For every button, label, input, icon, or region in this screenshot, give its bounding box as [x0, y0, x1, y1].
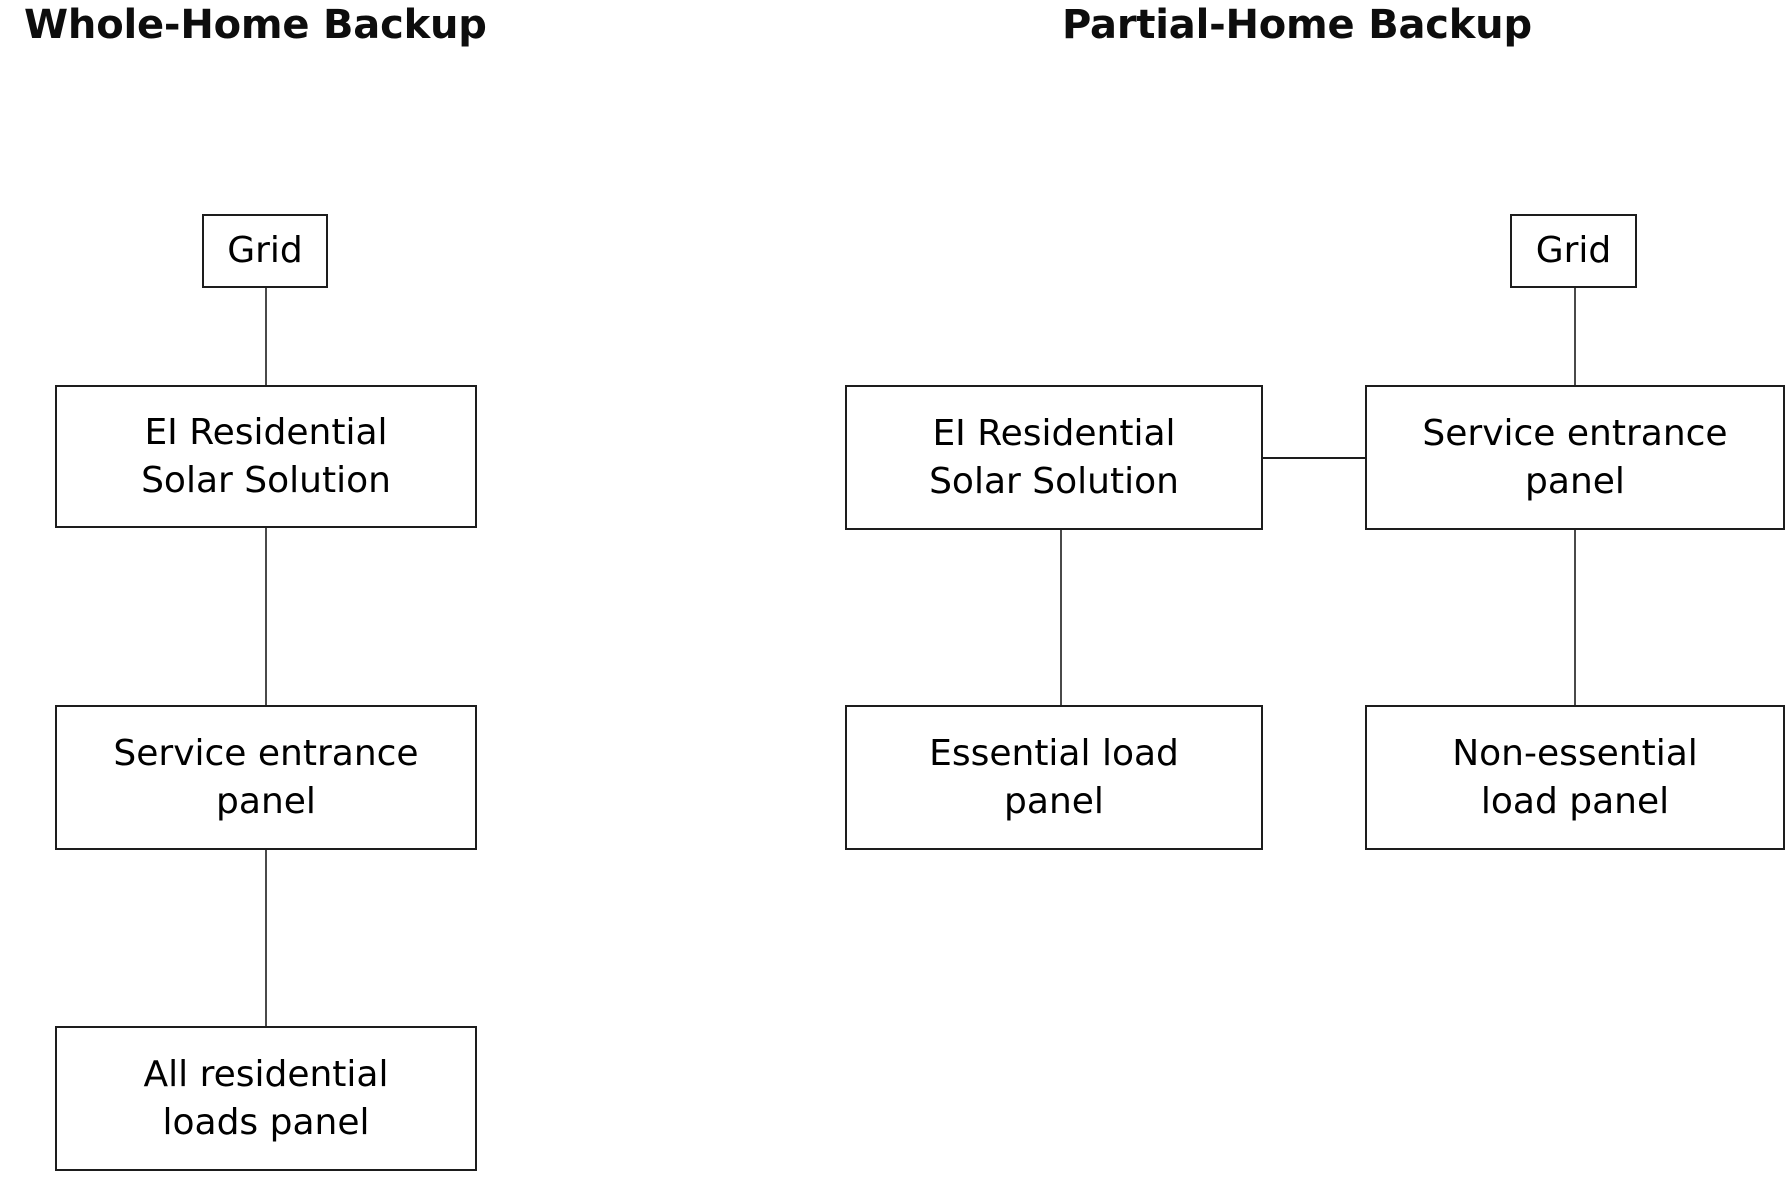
connector-ei-to-service-right: [1261, 457, 1367, 459]
connector-grid-to-ei-left: [265, 286, 267, 387]
node-ei-residential-solar-solution-right: EI Residential Solar Solution: [845, 385, 1263, 530]
node-label-allloads-left: All residential loads panel: [143, 1053, 389, 1143]
node-service-entrance-panel-left: Service entrance panel: [55, 705, 477, 850]
node-all-residential-loads-panel-left: All residential loads panel: [55, 1026, 477, 1171]
connector-service-to-allloads-left: [265, 848, 267, 1028]
connector-ei-to-service-left: [265, 526, 267, 707]
connector-ei-to-essential-right: [1060, 528, 1062, 707]
connector-service-to-nonessential-right: [1574, 528, 1576, 707]
node-label-grid-left: Grid: [227, 230, 303, 271]
panel-title-whole-home: Whole-Home Backup: [24, 2, 487, 48]
connector-grid-to-service-right: [1574, 286, 1576, 387]
node-label-ei-right: EI Residential Solar Solution: [929, 412, 1179, 502]
node-service-entrance-panel-right: Service entrance panel: [1365, 385, 1785, 530]
node-ei-residential-solar-solution-left: EI Residential Solar Solution: [55, 385, 477, 528]
node-non-essential-load-panel: Non-essential load panel: [1365, 705, 1785, 850]
node-essential-load-panel: Essential load panel: [845, 705, 1263, 850]
node-label-service-left: Service entrance panel: [113, 732, 419, 822]
node-grid-right: Grid: [1510, 214, 1637, 288]
panel-title-partial-home: Partial-Home Backup: [1062, 2, 1532, 48]
node-grid-left: Grid: [202, 214, 328, 288]
node-label-essential-right: Essential load panel: [929, 732, 1179, 822]
node-label-nonessential-right: Non-essential load panel: [1452, 732, 1698, 822]
node-label-ei-left: EI Residential Solar Solution: [141, 411, 391, 501]
node-label-grid-right: Grid: [1535, 230, 1612, 271]
node-label-service-right: Service entrance panel: [1422, 412, 1728, 502]
